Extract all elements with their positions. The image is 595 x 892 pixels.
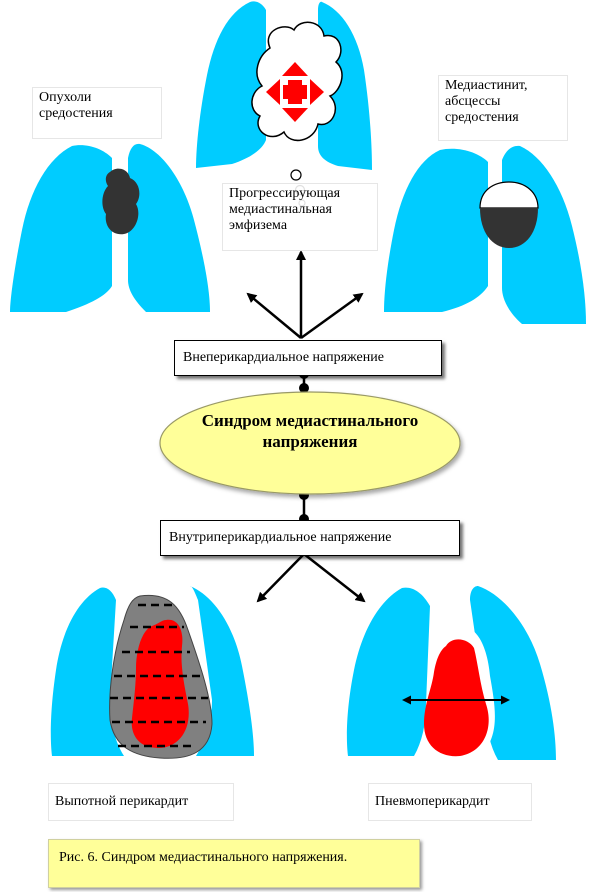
lungs-emphysema [196, 1, 372, 207]
lung-left [346, 587, 430, 756]
syndrome-ellipse [159, 391, 461, 495]
abscess-air-space [479, 181, 539, 209]
lung-right [190, 586, 254, 756]
intrapericardial-box: Внутриперикардиальное напряжение [160, 520, 460, 556]
lungs-tumor [10, 143, 210, 312]
lung-left [10, 145, 112, 312]
label-effusive-pericarditis: Выпотной перикардит [48, 783, 234, 821]
extrapericardial-box: Внеперикардиальное напряжение [174, 340, 442, 376]
abscess-fluid-level [480, 208, 538, 248]
syndrome-title: Синдром медиастинального напряжения [201, 411, 419, 451]
lung-left [196, 1, 266, 168]
heart [424, 639, 489, 757]
label-mediastinitis: Медиастинит, абсцессы средостения [438, 75, 568, 141]
lung-left [50, 587, 124, 756]
figure-caption: Рис. 6. Синдром медиастинального напряже… [48, 839, 420, 888]
effusion-dashes [110, 603, 208, 748]
connector-dot [299, 383, 309, 393]
label-tumors: Опухоли средостения [32, 87, 162, 139]
lung-left [384, 148, 488, 312]
lungs-pneumopericardium [346, 586, 556, 764]
label-pneumopericardium: Пневмоперикардит [368, 783, 532, 821]
thought-bubble-1 [290, 169, 302, 181]
label-emphysema: Прогрессирующая медиастинальная эмфизема [222, 183, 378, 251]
lungs-mediastinitis [384, 145, 586, 324]
expansion-arrows-icon [266, 62, 324, 122]
lungs-effusive-pericarditis [50, 586, 254, 759]
lung-right [128, 143, 210, 312]
mediastinal-tumor-mass [102, 168, 140, 235]
